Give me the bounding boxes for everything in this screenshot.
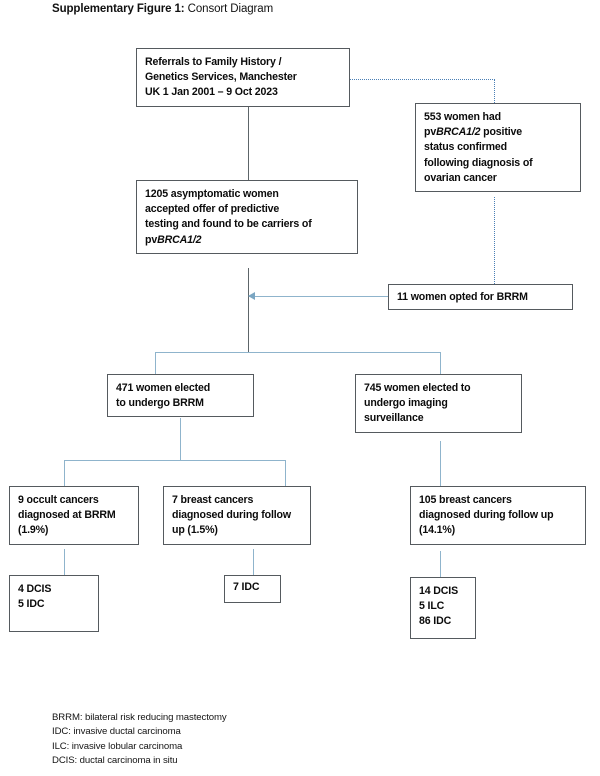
connector-brrm-split-right [285, 460, 286, 486]
connector-imaging-down [440, 441, 441, 486]
connector-split-right-down [440, 352, 441, 374]
node-breast-cancers-followup-imaging: 105 breast cancers diagnosed during foll… [410, 486, 586, 545]
node-histology-brrm: 4 DCIS 5 IDC [9, 575, 99, 632]
node-breast-followup-imaging-line-1: 105 breast cancers [419, 494, 512, 506]
page-title-caption: Consort Diagram [184, 3, 274, 15]
node-asymptomatic-line-3: testing and found to be carriers of [145, 218, 312, 231]
node-occult-line-3: (1.9%) [18, 524, 49, 537]
legend-item-dcis: DCIS: ductal carcinoma in situ [52, 755, 178, 767]
node-asymptomatic-line-4: pvBRCA1/2 [145, 233, 202, 246]
node-elected-imaging-line-1: 745 women elected to [364, 382, 471, 394]
connector-followup-to-histology [253, 549, 254, 575]
node-breast-followup-brrm-line-3: up (1.5%) [172, 524, 218, 537]
node-histology-followup: 7 IDC [224, 575, 281, 603]
node-occult-cancers: 9 occult cancers diagnosed at BRRM (1.9%… [9, 486, 139, 545]
connector-dotted-referrals-to-ovarian-horizontal [350, 79, 495, 80]
connector-brrm-down [180, 418, 181, 460]
connector-referrals-to-asymptomatic [248, 103, 249, 180]
arrow-left-icon [248, 292, 255, 300]
node-referrals: Referrals to Family History / Genetics S… [136, 48, 350, 107]
page-title: Supplementary Figure 1: Consort Diagram [52, 3, 273, 15]
node-opted-brrm: 11 women opted for BRRM [388, 284, 573, 311]
node-histology-imaging-line-1: 14 DCIS [419, 585, 458, 597]
connector-asymptomatic-trunk [248, 268, 249, 352]
node-histology-followup-line-1: 7 IDC [233, 581, 260, 593]
node-histology-brrm-line-2: 5 IDC [18, 598, 45, 611]
legend: BRRM: bilateral risk reducing mastectomy… [52, 711, 227, 769]
node-elected-imaging-line-2: undergo imaging [364, 397, 448, 410]
node-occult-line-1: 9 occult cancers [18, 494, 99, 506]
connector-split-bar-mid [155, 352, 441, 353]
node-ovarian-line-3: status confirmed [424, 141, 507, 154]
connector-imaging-followup-to-histology [440, 551, 441, 577]
node-elected-brrm-line-1: 471 women elected [116, 382, 211, 394]
node-breast-cancers-followup-brrm: 7 breast cancers diagnosed during follow… [163, 486, 311, 545]
connector-brrm-split-left [64, 460, 65, 486]
node-asymptomatic-line-1: 1205 asymptomatic women [145, 188, 279, 200]
node-histology-imaging-line-2: 5 ILC [419, 600, 445, 613]
node-elected-brrm: 471 women elected to undergo BRRM [107, 374, 254, 418]
node-referrals-line-3: UK 1 Jan 2001 – 9 Oct 2023 [145, 86, 278, 99]
connector-dotted-ovarian-to-opted [494, 197, 495, 284]
node-elected-imaging-line-3: surveillance [364, 412, 424, 425]
node-occult-line-2: diagnosed at BRRM [18, 509, 116, 522]
node-histology-imaging: 14 DCIS 5 ILC 86 IDC [410, 577, 476, 639]
node-opted-brrm-line-1: 11 women opted for BRRM [397, 291, 528, 303]
node-histology-imaging-line-3: 86 IDC [419, 615, 452, 628]
node-histology-brrm-line-1: 4 DCIS [18, 583, 52, 595]
node-elected-imaging: 745 women elected to undergo imaging sur… [355, 374, 522, 433]
node-elected-brrm-line-2: to undergo BRRM [116, 397, 204, 410]
node-referrals-line-2: Genetics Services, Manchester [145, 71, 297, 84]
connector-split-left-down [155, 352, 156, 374]
page-title-label: Supplementary Figure 1: [52, 3, 185, 15]
legend-item-brrm: BRRM: bilateral risk reducing mastectomy [52, 712, 227, 723]
node-ovarian-gene-italic: BRCA1/2 [436, 126, 481, 139]
node-ovarian-line-5: ovarian cancer [424, 171, 497, 184]
node-breast-followup-brrm-line-2: diagnosed during follow [172, 509, 291, 522]
node-breast-followup-imaging-line-3: (14.1%) [419, 524, 456, 537]
node-breast-followup-brrm-line-1: 7 breast cancers [172, 494, 254, 506]
node-breast-followup-imaging-line-2: diagnosed during follow up [419, 509, 554, 522]
connector-occult-to-histology [64, 549, 65, 575]
node-ovarian-confirmed: 553 women had pvBRCA1/2 positive status … [415, 103, 581, 193]
node-referrals-line-1: Referrals to Family History / [145, 56, 282, 68]
node-ovarian-line-1: 553 women had [424, 111, 501, 123]
legend-item-idc: IDC: invasive ductal carcinoma [52, 726, 181, 738]
node-asymptomatic-carriers: 1205 asymptomatic women accepted offer o… [136, 180, 358, 254]
node-ovarian-line-4: following diagnosis of [424, 156, 533, 169]
connector-opted-to-trunk [249, 296, 388, 297]
connector-brrm-split-bar [64, 460, 286, 461]
node-asymptomatic-line-2: accepted offer of predictive [145, 203, 280, 216]
node-ovarian-line-2: pvBRCA1/2 positive [424, 126, 522, 139]
node-asymptomatic-gene-italic: BRCA1/2 [157, 233, 202, 246]
connector-dotted-ovarian-top [494, 79, 495, 103]
legend-item-ilc: ILC: invasive lobular carcinoma [52, 740, 183, 752]
